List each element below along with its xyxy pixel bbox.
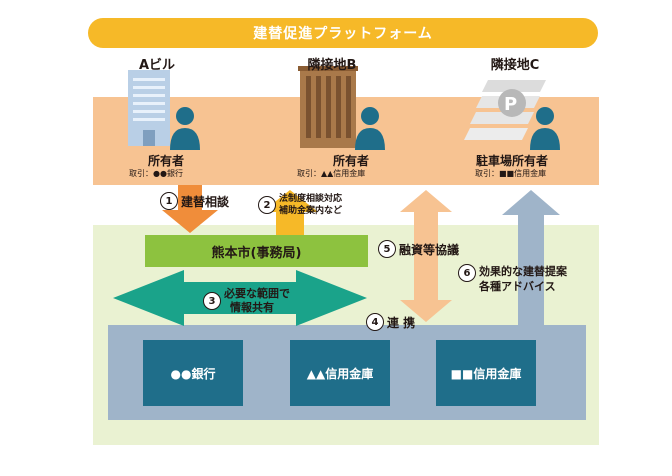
parking-illustration — [464, 80, 546, 140]
owner-b-heading: 隣接地B — [307, 58, 357, 73]
step-3-label: 3 必要な範囲で 情報共有 — [203, 287, 290, 315]
step-1-label: 1 建替相談 — [160, 192, 229, 210]
step-4-text: 連 携 — [387, 315, 416, 330]
bank-1: ●●銀行 — [143, 340, 243, 406]
arrow-advice-up — [262, 190, 318, 235]
step-2-line1: 法制度相談対応 — [279, 194, 343, 204]
step-3-line2: 情報共有 — [230, 301, 274, 314]
owner-a-heading: Aビル — [138, 58, 176, 73]
step-3-line1: 必要な範囲で — [224, 287, 290, 300]
bank-3: ■■信用金庫 — [436, 340, 536, 406]
step-6-line2: 各種アドバイス — [479, 280, 556, 293]
owner-c-heading: 隣接地C — [490, 58, 540, 73]
arrow-info-share — [113, 270, 367, 326]
step-2-label: 2 法制度相談対応 補助金案内など — [258, 193, 342, 217]
step-6-label: 6 効果的な建替提案 各種アドバイス — [458, 264, 567, 294]
parking-sign: P — [504, 94, 518, 115]
owner-a-label: 所有者 — [148, 154, 185, 168]
step-2-line2: 補助金案内など — [279, 206, 343, 216]
arrow-proposal-up — [502, 190, 560, 330]
step-3-number: 3 — [203, 292, 221, 310]
step-1-text: 建替相談 — [181, 194, 230, 209]
step-1-number: 1 — [160, 192, 178, 210]
arrow-financing — [400, 190, 452, 322]
step-4-label: 4 連 携 — [366, 313, 415, 331]
building-b-illustration — [298, 66, 358, 148]
step-5-number: 5 — [378, 240, 396, 258]
step-6-number: 6 — [458, 264, 476, 282]
owner-a-bank: 取引：●●銀行 — [129, 169, 183, 178]
owner-c-bank: 取引：■■信用金庫 — [475, 169, 547, 178]
city-office: 熊本市(事務局) — [145, 235, 368, 267]
building-a-illustration — [128, 70, 170, 146]
step-4-number: 4 — [366, 313, 384, 331]
owner-b-label: 所有者 — [333, 154, 370, 168]
platform-banner: 建替促進プラットフォーム — [88, 18, 598, 48]
bank-2: ▲▲信用金庫 — [290, 340, 390, 406]
step-5-label: 5 融資等協議 — [378, 240, 459, 258]
step-5-text: 融資等協議 — [399, 242, 460, 257]
owner-b-bank: 取引：▲▲信用金庫 — [297, 169, 366, 178]
step-6-line1: 効果的な建替提案 — [479, 265, 567, 278]
step-2-number: 2 — [258, 196, 276, 214]
arrow-consult-down — [162, 185, 218, 233]
owner-c-label: 駐車場所有者 — [476, 154, 549, 168]
person-icons — [170, 107, 560, 150]
